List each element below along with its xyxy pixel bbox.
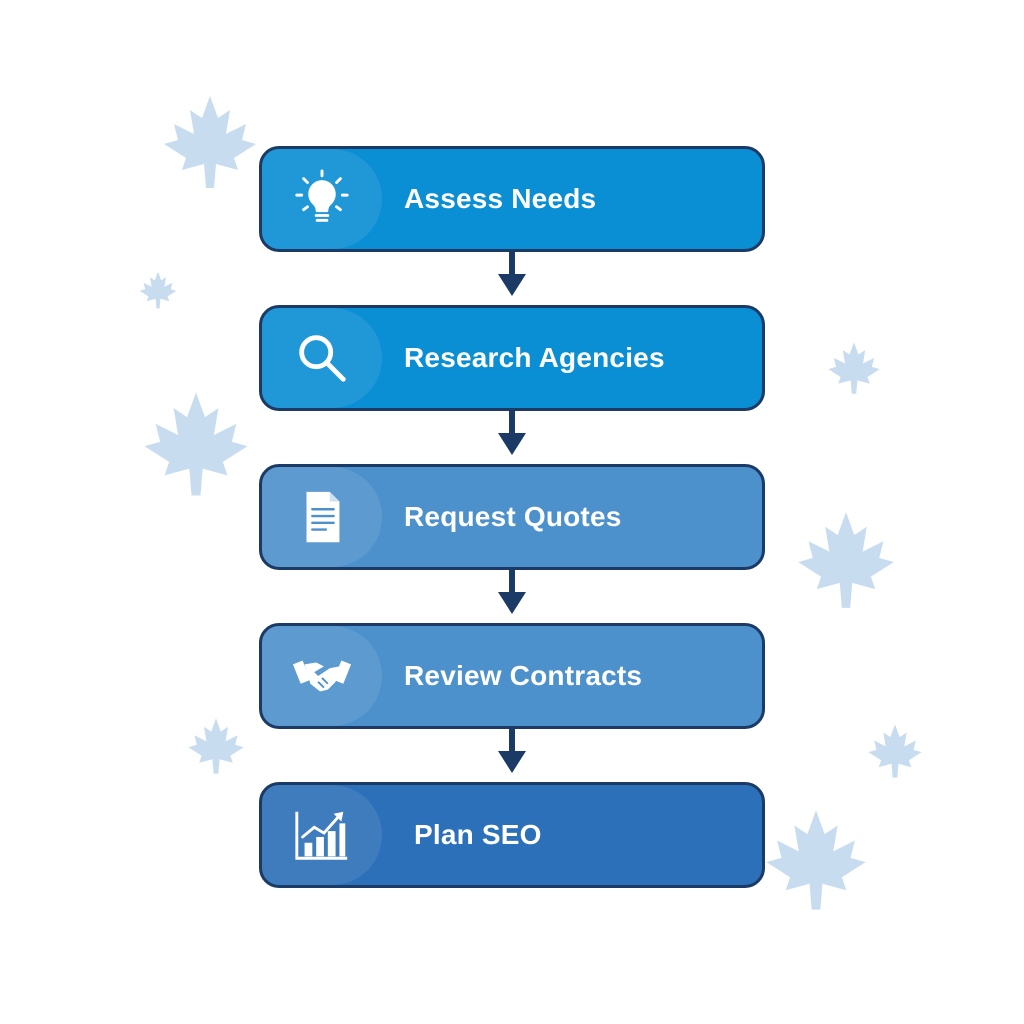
maple-leaf-icon — [868, 724, 922, 778]
arrow-down-icon — [498, 570, 526, 614]
lightbulb-icon — [295, 169, 349, 222]
arrow-down-icon — [498, 729, 526, 773]
maple-leaf-icon — [164, 96, 256, 188]
step-label: Review Contracts — [404, 660, 643, 691]
handshake-icon — [292, 660, 352, 692]
arrow-down-icon — [498, 411, 526, 455]
maple-leaf-icon — [798, 512, 894, 608]
maple-leaf-icon — [144, 392, 248, 496]
maple-leaf-icon — [766, 810, 866, 910]
arrow-down-icon — [498, 252, 526, 296]
step-label: Assess Needs — [404, 183, 597, 214]
step-label: Research Agencies — [404, 342, 665, 373]
document-icon — [306, 491, 340, 543]
maple-leaf-icon — [188, 718, 244, 774]
step-request-quotes[interactable]: Request Quotes — [259, 464, 765, 570]
maple-leaf-icon — [828, 342, 880, 394]
step-label: Plan SEO — [414, 819, 542, 850]
step-assess-needs[interactable]: Assess Needs — [259, 146, 765, 252]
maple-leaf-icon — [139, 271, 177, 309]
growth-chart-icon — [295, 811, 348, 860]
step-review-contracts[interactable]: Review Contracts — [259, 623, 765, 729]
step-plan-seo[interactable]: Plan SEO — [259, 782, 765, 888]
step-research-agencies[interactable]: Research Agencies — [259, 305, 765, 411]
step-label: Request Quotes — [404, 501, 622, 532]
magnifier-icon — [299, 335, 346, 382]
